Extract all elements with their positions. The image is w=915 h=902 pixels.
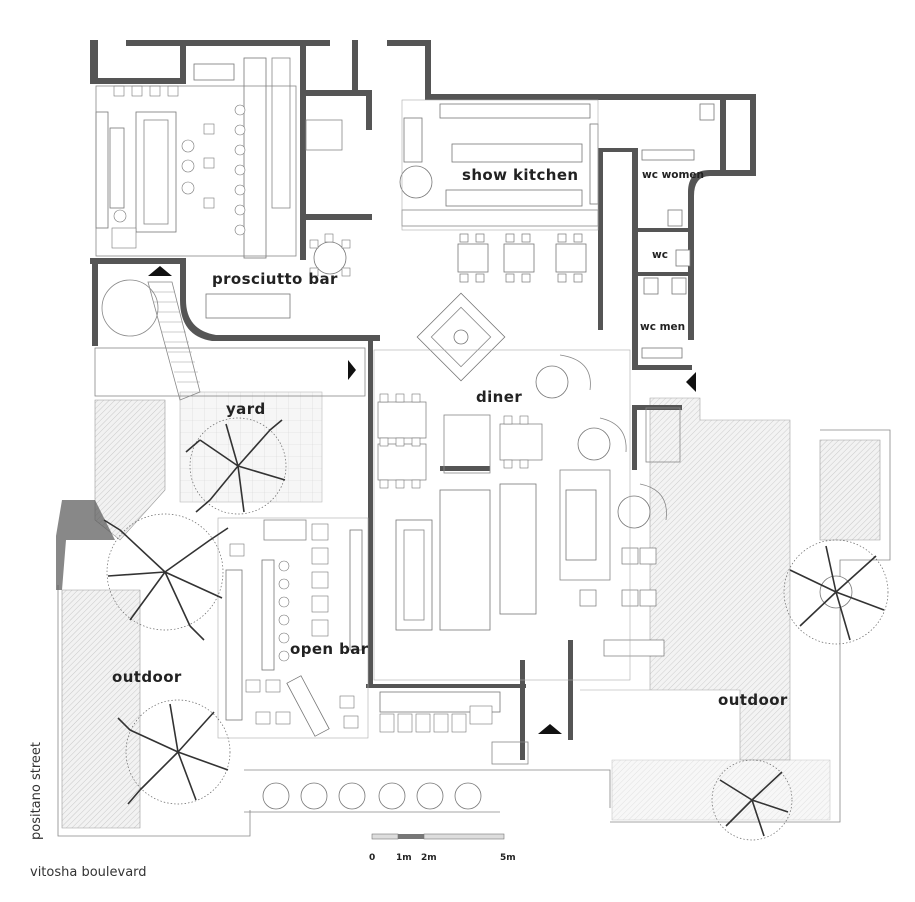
label-wc-women: wc women	[642, 169, 704, 181]
label-vitosha-boulevard: vitosha boulevard	[30, 865, 147, 880]
label-outdoor-left: outdoor	[112, 668, 182, 686]
prosciutto-bar-area	[95, 57, 351, 319]
label-open-bar: open bar	[290, 640, 369, 658]
scale-tick-5m: 5m	[500, 853, 516, 863]
label-outdoor-right: outdoor	[718, 691, 788, 709]
tree-yard	[185, 417, 287, 515]
outdoor-right-terrace	[580, 397, 891, 823]
yard-area	[94, 347, 366, 503]
entrance-markers	[148, 266, 696, 734]
scale-tick-2m: 2m	[421, 853, 437, 863]
tree-outdoor-right-top	[783, 539, 889, 645]
open-bar-area	[217, 517, 369, 739]
kitchen-tables	[457, 233, 587, 283]
building-walls	[56, 40, 756, 760]
label-wc-men: wc men	[640, 321, 685, 333]
label-prosciutto-bar: prosciutto bar	[212, 270, 338, 288]
label-yard: yard	[226, 400, 266, 418]
diner-area	[373, 292, 667, 733]
label-diner: diner	[476, 388, 522, 406]
label-show-kitchen: show kitchen	[462, 166, 579, 184]
stairs	[101, 119, 529, 765]
scale-bar: 0 1m 2m 5m	[369, 833, 516, 863]
wc-fixtures	[641, 103, 715, 463]
scale-tick-1m: 1m	[396, 853, 412, 863]
scale-tick-0: 0	[369, 853, 375, 863]
tree-open-bar	[103, 513, 229, 641]
tree-outdoor-left	[117, 699, 231, 805]
show-kitchen-area	[399, 99, 599, 231]
label-wc: wc	[652, 249, 668, 261]
boulevard-planters	[244, 769, 611, 813]
label-positano-street: positano street	[29, 742, 44, 840]
tree-outdoor-right-bottom	[711, 759, 793, 841]
